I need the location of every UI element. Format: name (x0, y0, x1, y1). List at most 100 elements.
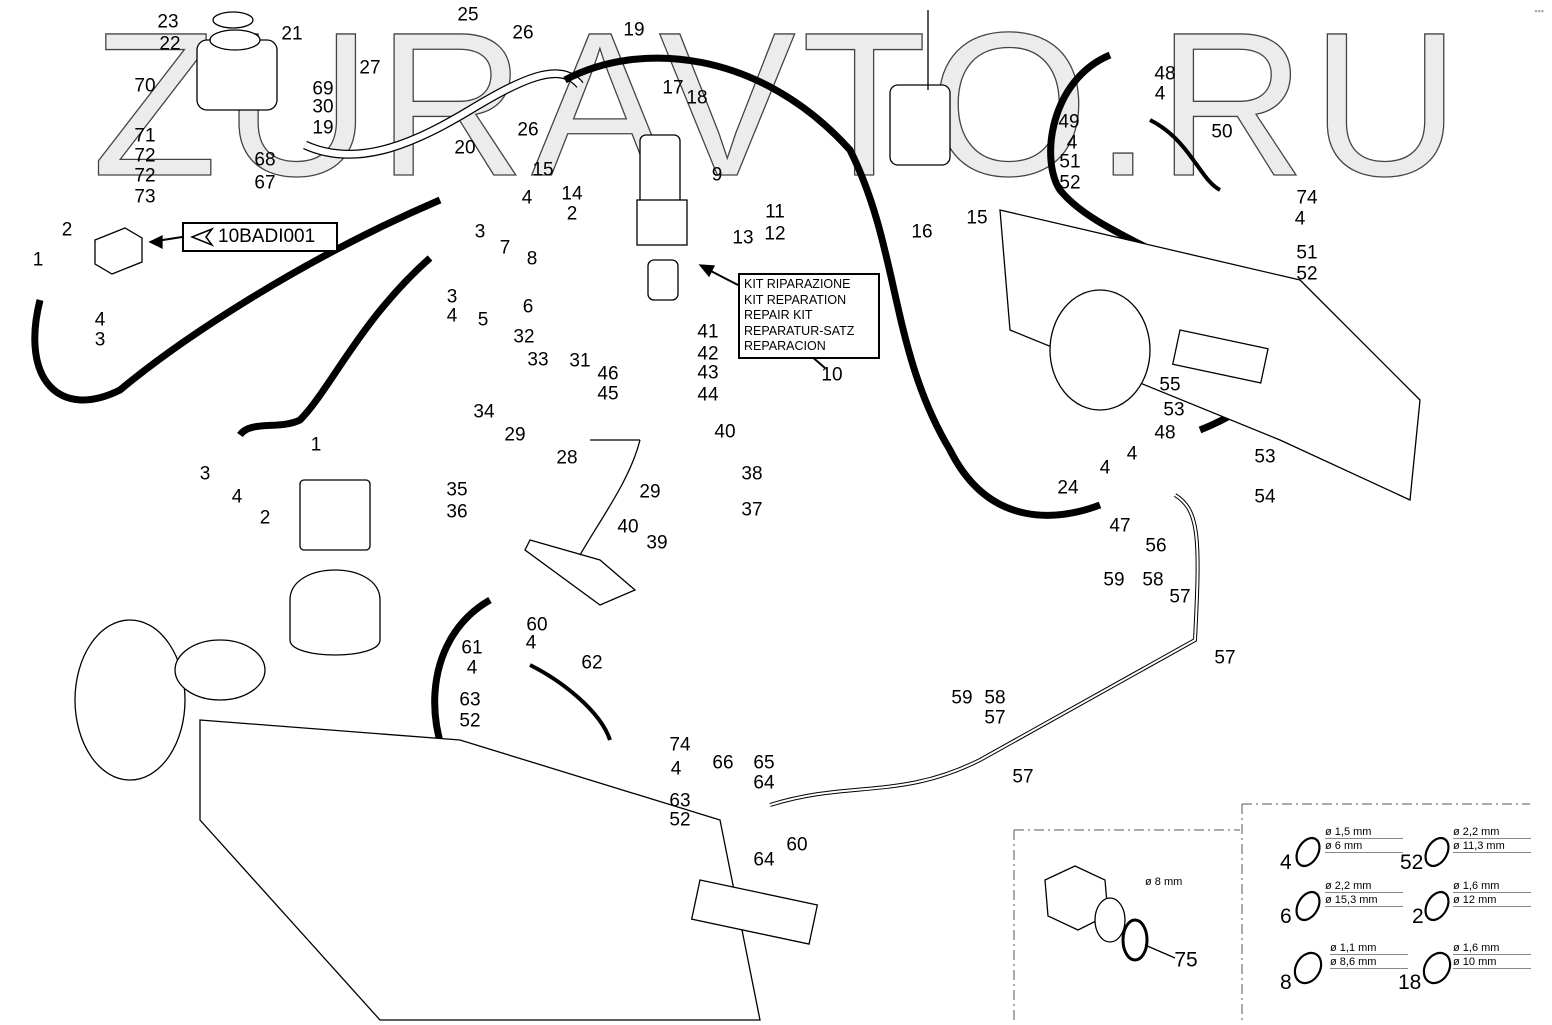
callout-number: 1 (310, 434, 322, 456)
callout-number: 73 (134, 186, 156, 208)
callout-number: 4 (1066, 132, 1078, 154)
callout-number: 3 (446, 286, 458, 308)
callout-number: 9 (711, 164, 723, 186)
callout-number: 24 (1057, 477, 1079, 499)
callout-number: 57 (1012, 766, 1034, 788)
callout-number: 20 (454, 137, 476, 159)
callout-number: 53 (1163, 399, 1185, 421)
callout-number: 66 (712, 752, 734, 774)
callout-number: 14 (561, 183, 583, 205)
callout-number: 4 (525, 632, 537, 654)
callout-75: 75 (1174, 948, 1198, 972)
kit-line: REPARACION (744, 339, 826, 353)
callout-number: 4 (1099, 457, 1111, 479)
callout-number: 68 (254, 149, 276, 171)
watermark: ZURAVTO.RU (91, 0, 1466, 219)
callout-number: 56 (1145, 535, 1167, 557)
seal-inner-diameter: ø 12 mm (1453, 894, 1531, 907)
fitting-detail-75 (1044, 865, 1176, 962)
callout-number: 3 (199, 463, 211, 485)
callout-number: 67 (254, 172, 276, 194)
callout-number: 23 (157, 11, 179, 33)
detail-75-dimension: ø 8 mm (1145, 876, 1183, 888)
callout-number: 74 (1296, 187, 1318, 209)
callout-number: 35 (446, 479, 468, 501)
callout-number: 15 (532, 159, 554, 181)
callout-number: 4 (231, 486, 243, 508)
callout-number: 19 (312, 117, 334, 139)
repair-kit-box: KIT RIPARAZIONE KIT REPARATION REPAIR KI… (738, 273, 880, 359)
callout-number: 4 (1126, 443, 1138, 465)
callout-number: 63 (669, 790, 691, 812)
callout-number: 37 (741, 499, 763, 521)
seal-part-number: 18 (1398, 971, 1422, 994)
callout-number: 43 (697, 362, 719, 384)
seal-part-number: 4 (1280, 851, 1292, 874)
callout-number: 41 (697, 321, 719, 343)
callout-number: 58 (1142, 569, 1164, 591)
callout-number: 46 (597, 363, 619, 385)
callout-number: 52 (459, 710, 481, 732)
triangle-arrow-icon (190, 227, 214, 247)
callout-number: 2 (566, 203, 578, 225)
callout-number: 28 (556, 447, 578, 469)
callout-number: 21 (281, 23, 303, 45)
callout-number: 32 (513, 326, 535, 348)
callout-number: 51 (1296, 242, 1318, 264)
accumulator (289, 479, 381, 656)
seal-inner-diameter: ø 11,3 mm (1453, 840, 1531, 853)
callout-number: 61 (461, 637, 483, 659)
callout-number: 54 (1254, 486, 1276, 508)
callout-number: 4 (446, 305, 458, 327)
callout-number: 64 (753, 772, 775, 794)
callout-number: 29 (504, 424, 526, 446)
callout-number: 34 (473, 401, 495, 423)
seal-part-number: 8 (1280, 971, 1292, 994)
callout-number: 42 (697, 343, 719, 365)
callout-number: 8 (526, 248, 538, 270)
callout-number: 72 (134, 145, 156, 167)
callout-number: 12 (764, 223, 786, 245)
brake-valve (636, 10, 951, 301)
callout-number: 19 (623, 19, 645, 41)
callout-number: 22 (159, 33, 181, 55)
callout-number: 11 (765, 201, 785, 223)
callout-number: 26 (512, 22, 534, 44)
oil-reservoir (196, 11, 278, 111)
callout-number: 57 (1214, 647, 1236, 669)
kit-line: REPARATUR-SATZ (744, 323, 855, 338)
callout-number: 38 (741, 463, 763, 485)
front-axle (74, 619, 819, 1021)
reference-link-10BADI001[interactable]: 10BADI001 (182, 222, 338, 252)
callout-number: 64 (753, 849, 775, 871)
callout-number: 45 (597, 383, 619, 405)
callout-number: 25 (457, 4, 479, 26)
callout-number: 4 (1154, 83, 1166, 105)
seal-section-diameter: ø 2,2 mm (1453, 826, 1531, 839)
seal-section-diameter: ø 1,1 mm (1330, 942, 1408, 955)
callout-number: 26 (517, 119, 539, 141)
callout-number: 58 (984, 687, 1006, 709)
seal-section-diameter: ø 1,6 mm (1453, 880, 1531, 893)
callout-number: 4 (1294, 208, 1306, 230)
callout-number: 7 (499, 237, 511, 259)
callout-number: 72 (134, 165, 156, 187)
callout-kit: 10 (821, 364, 843, 386)
callout-number: 70 (134, 75, 156, 97)
seal-rings (1293, 836, 1452, 985)
callout-number: 65 (753, 752, 775, 774)
brake-pedal (524, 439, 641, 606)
rigid-pipes (529, 118, 1222, 807)
callout-number: 59 (1103, 569, 1125, 591)
reference-label: 10BADI001 (218, 226, 316, 247)
callout-number: 59 (951, 687, 973, 709)
kit-line: REPAIR KIT (744, 308, 813, 322)
callout-number: 55 (1159, 374, 1181, 396)
callout-number: 48 (1154, 422, 1176, 444)
callout-number: 16 (911, 221, 933, 243)
seal-section-diameter: ø 1,5 mm (1325, 826, 1403, 839)
callout-number: 36 (446, 501, 468, 523)
callout-number: 49 (1058, 111, 1080, 133)
kit-line: KIT REPARATION (744, 292, 847, 307)
